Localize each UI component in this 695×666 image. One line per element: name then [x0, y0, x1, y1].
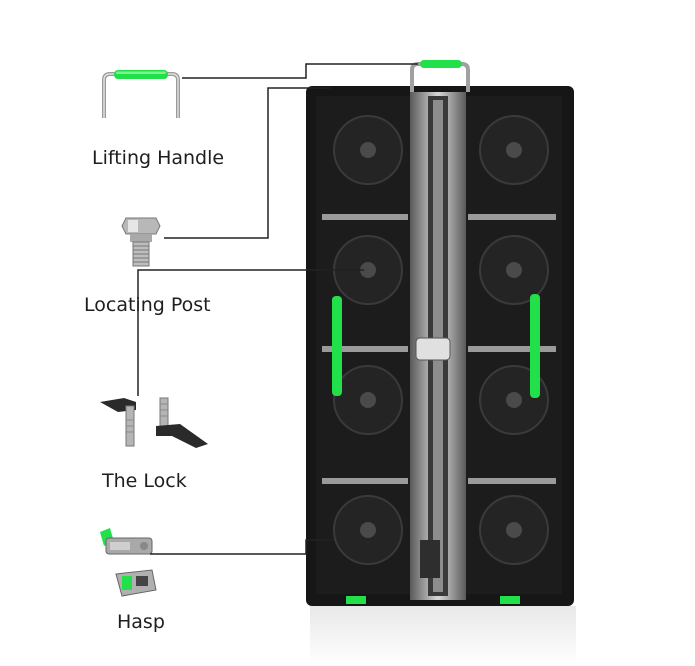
- floor-reflection: [310, 606, 576, 666]
- lifting-handle-icon: [96, 70, 186, 122]
- callout-lines: [137, 63, 418, 555]
- line-hasp: [150, 539, 334, 555]
- label-locating-post: Locating Post: [84, 294, 211, 316]
- line-lifting-handle: [182, 63, 418, 79]
- right-side-handle: [530, 294, 540, 398]
- bottom-left-clip: [346, 596, 366, 604]
- label-the-lock: The Lock: [102, 470, 187, 492]
- bottom-right-clip: [500, 596, 520, 604]
- module-centers: [360, 142, 522, 538]
- line-the-lock: [137, 269, 364, 396]
- top-handle-grip: [420, 60, 462, 68]
- lock-icon: [96, 390, 216, 454]
- locating-post-icon: [118, 212, 164, 268]
- label-lifting-handle: Lifting Handle: [92, 147, 225, 169]
- left-side-handle: [332, 296, 342, 396]
- hasp-icon: [96, 524, 160, 604]
- label-hasp: Hasp: [117, 611, 165, 633]
- cross-bars: [322, 214, 556, 484]
- line-locating-post: [164, 87, 330, 239]
